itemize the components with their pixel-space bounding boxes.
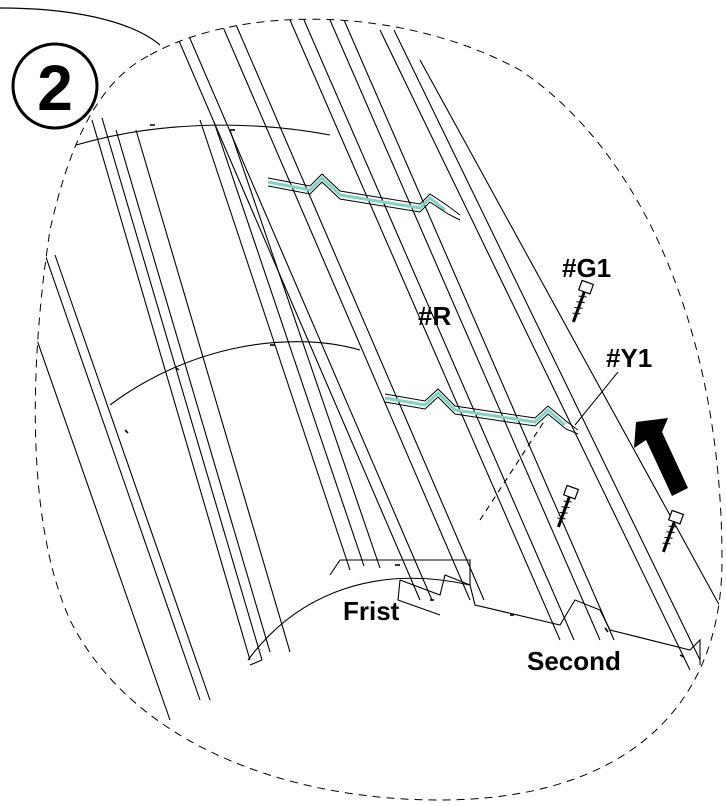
arrow-up-left-icon <box>634 418 688 496</box>
panel-rib-lines <box>169 19 722 671</box>
y1-leader-line <box>574 371 619 426</box>
hidden-edge-line <box>479 419 546 521</box>
label-first-panel: Frist <box>343 596 400 626</box>
screw-mid-icon <box>556 484 580 528</box>
seal-strip-lower-outline <box>384 388 579 435</box>
detail-oval-boundary <box>34 18 723 801</box>
step-badge: 2 <box>11 42 99 130</box>
panel-marks <box>124 124 685 658</box>
second-panel <box>397 574 701 665</box>
step-number: 2 <box>37 52 73 124</box>
detail-callout-arc <box>0 7 161 46</box>
screw-right-icon <box>661 509 685 553</box>
seal-strip-upper <box>267 175 446 212</box>
label-second-panel: Second <box>527 646 621 676</box>
seal-strip-upper-outline <box>267 173 461 221</box>
first-panel <box>35 117 471 721</box>
label-panel-r: #R <box>418 301 451 331</box>
label-screw-g1: #G1 <box>562 253 611 283</box>
screw-g1-icon <box>571 279 595 323</box>
seal-strip-lower <box>384 390 566 427</box>
label-screw-y1: #Y1 <box>606 343 652 373</box>
